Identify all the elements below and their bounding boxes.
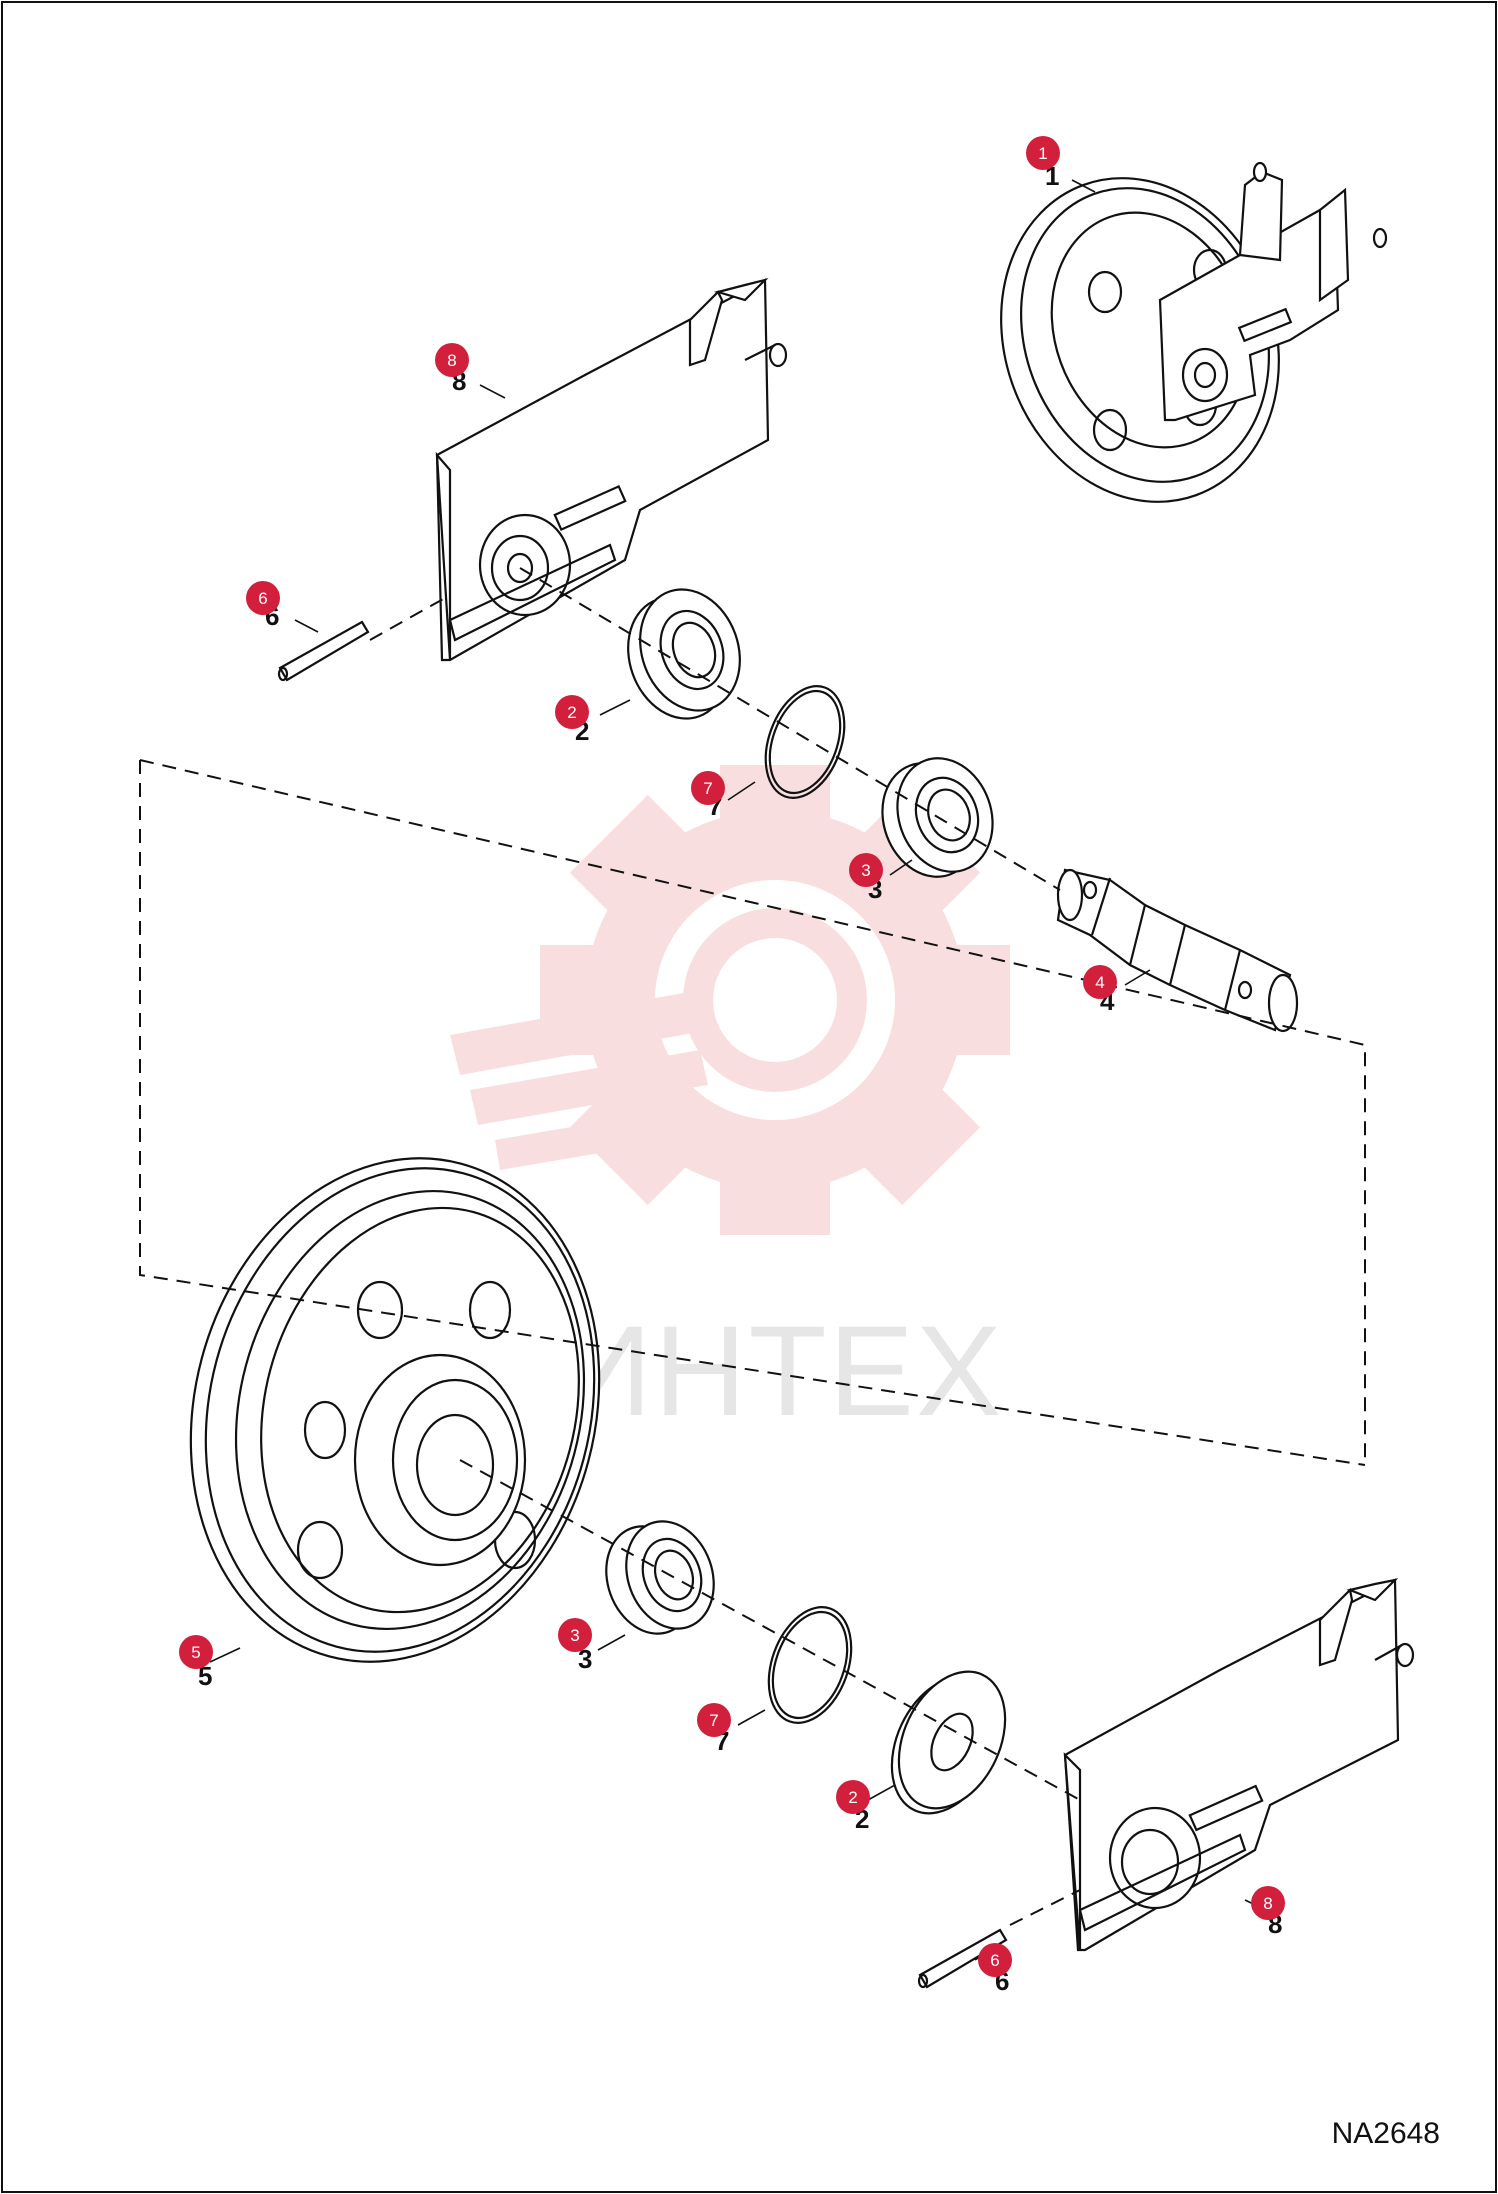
- svg-text:6: 6: [258, 589, 267, 608]
- part-4-shaft: [1056, 868, 1299, 1033]
- callout-8-lower: 8 8: [1251, 1886, 1285, 1939]
- svg-text:8: 8: [447, 351, 456, 370]
- callout-badge: [246, 581, 280, 615]
- callout-badge: [978, 1943, 1012, 1977]
- part-7-upper-snap-ring: [764, 685, 846, 799]
- svg-text:3: 3: [578, 1644, 592, 1674]
- callout-badge: [558, 1618, 592, 1652]
- svg-text:2: 2: [848, 1788, 857, 1807]
- svg-text:7: 7: [709, 1711, 718, 1730]
- svg-text:8: 8: [1263, 1894, 1272, 1913]
- callout-badge: [697, 1703, 731, 1737]
- callout-badge: [1026, 136, 1060, 170]
- part-6-lower-pin: [917, 1928, 1008, 1989]
- part-1-idler-assembly: [1000, 161, 1388, 503]
- figure-code: NA2648: [1332, 2117, 1440, 2150]
- svg-text:6: 6: [990, 1951, 999, 1970]
- watermark-text: ИНТЕХ: [560, 1300, 1003, 1443]
- callout-badge: [179, 1635, 213, 1669]
- watermark-gear-icon: [450, 765, 1010, 1235]
- svg-text:5: 5: [191, 1643, 200, 1662]
- svg-text:4: 4: [1095, 973, 1104, 992]
- part-3-upper-bearing: [881, 757, 994, 878]
- part-3-lower-bearing: [605, 1520, 715, 1635]
- callout-3-upper: 3 3: [849, 853, 883, 904]
- callout-7-lower: 7 7: [697, 1703, 731, 1756]
- callout-badge: [836, 1780, 870, 1814]
- callout-7-upper: 7 7: [691, 771, 725, 821]
- callout-badge: [1251, 1886, 1285, 1920]
- callout-badge: [435, 343, 469, 377]
- callout-badge: [849, 853, 883, 887]
- callout-5-wheel: 5 5: [179, 1635, 213, 1691]
- callout-8-upper: 8 8: [435, 343, 469, 396]
- part-8-upper-bracket: [435, 277, 788, 662]
- callout-1-top: 1 1: [1026, 136, 1060, 191]
- svg-text:2: 2: [567, 703, 576, 722]
- part-7-lower-snap-ring: [767, 1606, 853, 1724]
- part-5-idler-wheel: [189, 1157, 601, 1663]
- callout-3-lower: 3 3: [558, 1618, 592, 1674]
- callout-badge: [555, 695, 589, 729]
- svg-text:1: 1: [1038, 144, 1047, 163]
- part-2-lower-washer: [890, 1670, 1007, 1815]
- part-8-lower-bracket: [1063, 1578, 1415, 1952]
- callout-4-shaft: 4 4: [1083, 965, 1117, 1016]
- part-2-upper-seal: [627, 588, 741, 720]
- callout-leaders: [209, 179, 1271, 1961]
- svg-text:3: 3: [861, 861, 870, 880]
- callout-6-upper: 6 6: [246, 581, 280, 631]
- callout-2-upper: 2 2: [555, 695, 589, 746]
- callout-badge: [1083, 965, 1117, 999]
- svg-text:3: 3: [570, 1626, 579, 1645]
- svg-text:5: 5: [198, 1661, 212, 1691]
- assembly-guide-lines: [139, 567, 1366, 1926]
- callout-6-lower: 6 6: [978, 1943, 1012, 1996]
- part-6-upper-pin: [277, 620, 370, 682]
- callout-badge: [691, 771, 725, 805]
- callout-2-lower: 2 2: [836, 1780, 870, 1834]
- svg-text:7: 7: [703, 779, 712, 798]
